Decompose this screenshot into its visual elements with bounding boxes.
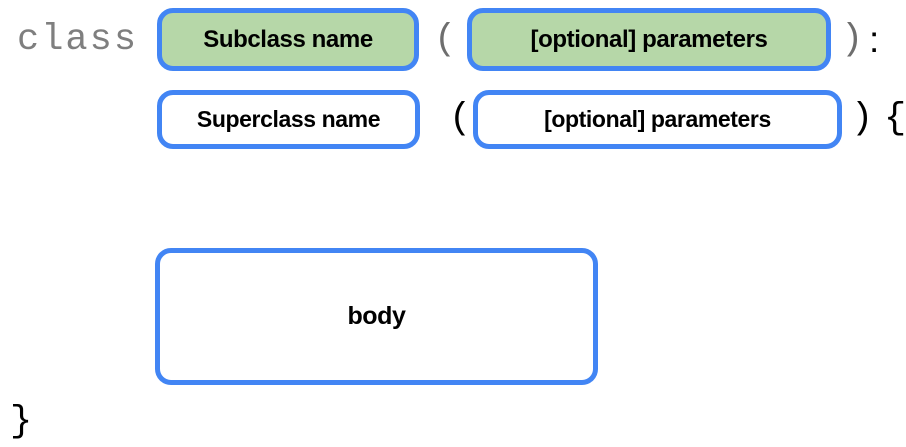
paren-open-subclass: ( <box>434 19 457 61</box>
slot-subclass-name-label: Subclass name <box>203 25 373 53</box>
slot-superclass-parameters[interactable]: [optional] parameters <box>473 90 842 149</box>
slot-superclass-name-label: Superclass name <box>196 106 381 132</box>
slot-subclass-parameters-label: [optional] parameters <box>530 25 768 53</box>
paren-close-subclass: ) <box>841 19 864 61</box>
keyword-class: class <box>17 19 139 61</box>
colon-separator: : <box>869 19 880 60</box>
slot-body-label: body <box>347 302 406 330</box>
slot-body[interactable]: body <box>155 248 598 385</box>
slot-subclass-parameters[interactable]: [optional] parameters <box>467 8 831 71</box>
slot-superclass-name[interactable]: Superclass name <box>157 90 420 149</box>
paren-open-superclass: ( <box>449 98 472 140</box>
brace-open: { <box>884 98 906 140</box>
slot-superclass-parameters-label: [optional] parameters <box>544 106 771 132</box>
paren-close-superclass: ) <box>851 98 874 140</box>
brace-close: } <box>10 401 33 443</box>
slot-subclass-name[interactable]: Subclass name <box>157 8 419 71</box>
